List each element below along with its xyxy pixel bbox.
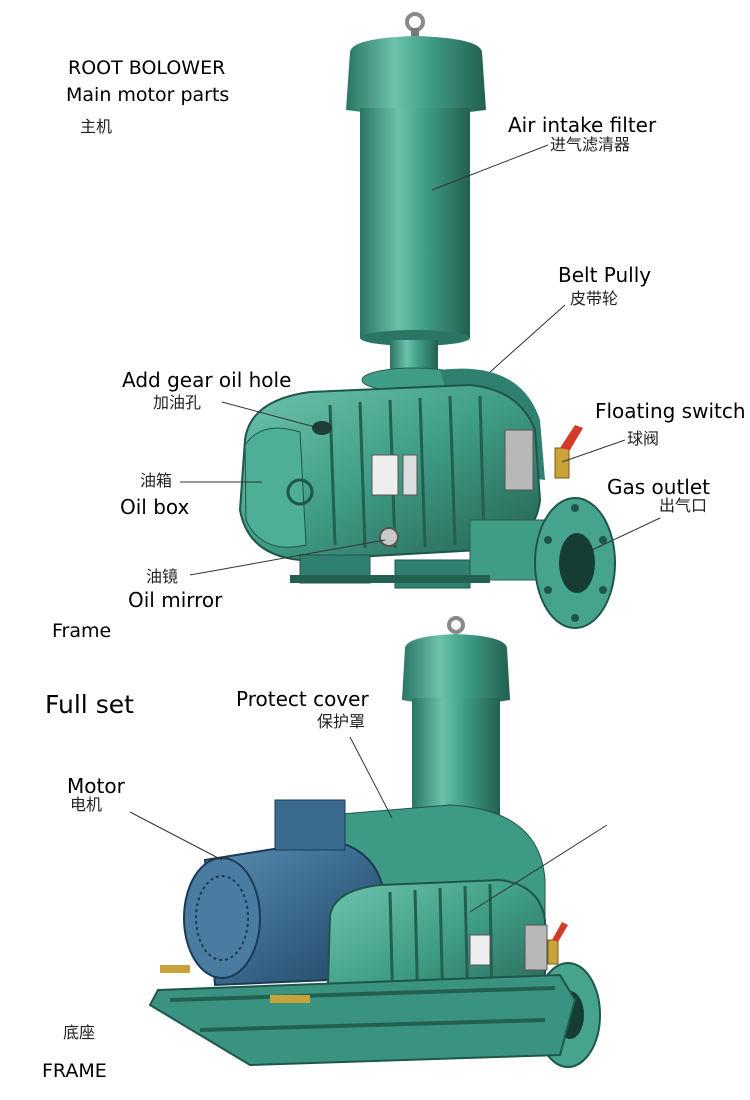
top-oil-mirror: [379, 527, 399, 547]
label-oil-box: Oil box: [120, 495, 190, 519]
header-subtitle-cn: 主机: [80, 117, 113, 136]
header-subtitle: Main motor parts: [66, 84, 230, 106]
label-gas-outlet: Gas outlet: [607, 475, 710, 499]
label-belt-pully: Belt Pully: [558, 263, 652, 287]
label-motor-cn: 电机: [70, 795, 103, 814]
leader-air-filter: [431, 144, 549, 191]
leader-belt-pully: [489, 304, 566, 373]
label-gear-oil-hole: Add gear oil hole: [122, 368, 292, 392]
label-frame-bottom: FRAME: [42, 1060, 107, 1082]
label-oil-mirror-cn: 油镜: [146, 567, 179, 586]
top-eye-bolt: [405, 12, 425, 32]
leader-gas-outlet: [591, 517, 661, 551]
leader-pulley-bottom: [469, 824, 608, 913]
leader-oil-mirror: [189, 539, 386, 576]
leader-motor: [129, 811, 223, 861]
bottom-full-set: [148, 616, 601, 1068]
leader-lines: [129, 144, 661, 913]
label-belt-pully-cn: 皮带轮: [570, 289, 619, 308]
top-blower: [238, 12, 616, 629]
label-full-set: Full set: [45, 690, 134, 719]
top-gear-oil-cap: [312, 421, 332, 435]
label-floating-switch: Floating switch: [595, 399, 746, 423]
label-air-filter: Air intake filter: [508, 113, 657, 137]
top-filter-cylinder: [360, 108, 470, 338]
label-oil-box-cn: 油箱: [140, 471, 173, 490]
label-protect-cover-cn: 保护罩: [317, 712, 366, 731]
label-protect-cover: Protect cover: [236, 687, 369, 711]
label-oil-mirror: Oil mirror: [128, 588, 223, 612]
label-motor: Motor: [67, 774, 125, 798]
leader-floating-switch: [561, 439, 626, 463]
label-air-filter-cn: 进气滤清器: [550, 135, 631, 154]
label-gas-outlet-cn: 出气口: [659, 496, 708, 515]
top-brass-valve: [554, 447, 570, 479]
label-gear-oil-hole-cn: 加油孔: [153, 393, 202, 412]
label-frame-top: Frame: [52, 620, 112, 642]
header-title: ROOT BOLOWER: [68, 57, 226, 79]
label-floating-switch-cn: 球阀: [627, 429, 660, 448]
leader-gear-oil-hole: [221, 401, 316, 428]
leader-protect-cover: [349, 736, 393, 819]
top-filter-cap: [346, 36, 486, 115]
label-frame-bottom-cn: 底座: [63, 1023, 96, 1042]
